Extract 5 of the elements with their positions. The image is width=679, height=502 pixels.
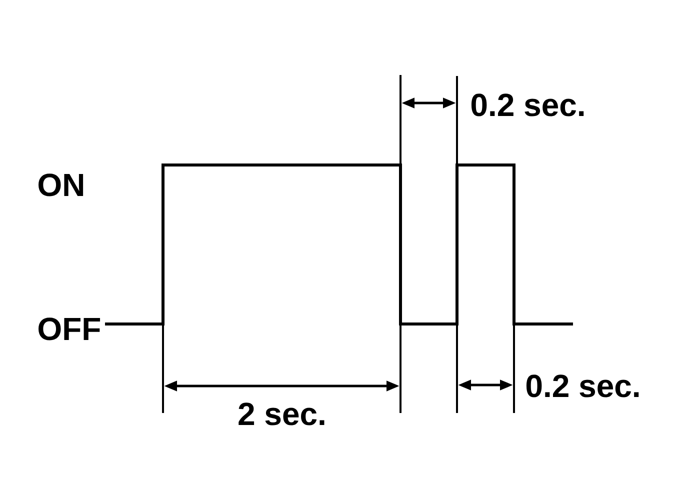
state-label: ON bbox=[38, 174, 84, 196]
state-label: OFF bbox=[38, 318, 100, 340]
duration-label: 0.2 sec. bbox=[471, 94, 584, 116]
duration-label: 0.2 sec. bbox=[526, 374, 639, 398]
duration-label: 2 sec. bbox=[238, 402, 324, 426]
